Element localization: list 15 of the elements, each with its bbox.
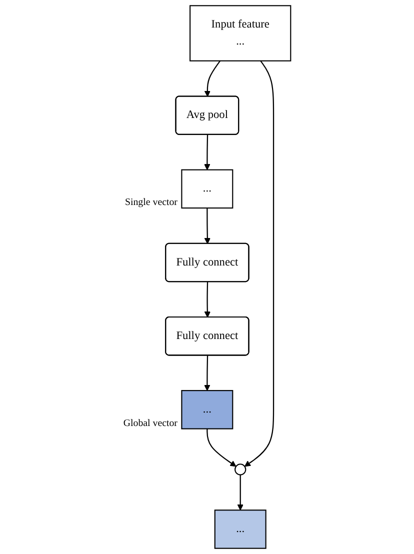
node-circle [234,464,246,476]
arrow [204,134,210,170]
arrow [204,356,210,391]
arrow [204,282,211,318]
vector-caption: Global vector [123,418,178,429]
arrow [204,60,221,97]
arrow [206,428,236,467]
node-box: ... [214,510,266,549]
vector-caption: Single vector [125,197,178,208]
node-box: ... [181,390,234,430]
node-box: ... [181,169,234,209]
arrow [204,208,211,244]
arrow [237,474,244,510]
arrow [244,60,274,467]
node-box: Input feature ... [190,5,292,62]
